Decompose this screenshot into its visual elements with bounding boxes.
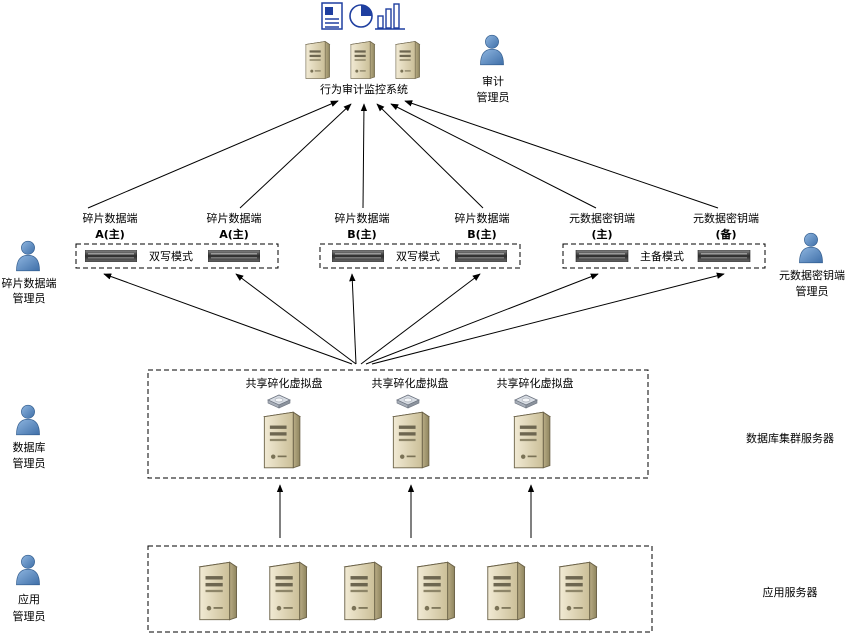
rack-server-icon: [332, 250, 384, 262]
shard-node-title: 碎片数据端: [83, 211, 138, 225]
group-b-mode: 双写模式: [396, 250, 440, 263]
virtual-disk-label: 共享碎化虚拟盘: [372, 376, 449, 390]
database-cluster-label: 数据库集群服务器: [746, 431, 834, 445]
db-server-icon: [263, 411, 301, 469]
app-server-icon: [269, 561, 308, 621]
app-server-icon: [487, 561, 526, 621]
audit-server-icon: [305, 41, 330, 79]
rack-server-icon: [85, 250, 137, 262]
meta-node-sub: (主): [591, 227, 612, 241]
group-meta-box: 主备模式: [562, 243, 766, 269]
app-admin-label-1: 应用: [18, 592, 40, 606]
rack-server-icon: [208, 250, 260, 262]
virtual-disk-label: 共享碎化虚拟盘: [246, 376, 323, 390]
shard-node-sub: B(主): [467, 227, 496, 241]
pie-chart-icon: [349, 4, 373, 28]
virtual-disk-label: 共享碎化虚拟盘: [497, 376, 574, 390]
audit-admin-icon: [480, 34, 504, 66]
app-admin-label-2: 管理员: [13, 609, 46, 623]
app-arrows: [276, 484, 535, 538]
audit-admin-label-2: 管理员: [477, 90, 510, 104]
app-server-icon: [559, 561, 598, 621]
app-admin-icon: [16, 554, 40, 586]
meta-admin-label-2: 管理员: [796, 284, 829, 298]
shard-node-sub: B(主): [347, 227, 376, 241]
virtual-disk-icon: [396, 394, 420, 409]
shard-node-title: 碎片数据端: [207, 211, 262, 225]
audit-admin-label-1: 审计: [482, 74, 504, 88]
shard-node-title: 碎片数据端: [455, 211, 510, 225]
meta-admin-label-1: 元数据密钥端: [779, 268, 845, 282]
shard-node-sub: A(主): [95, 227, 125, 241]
meta-node-title: 元数据密钥端: [693, 211, 759, 225]
group-a-box: 双写模式: [75, 243, 279, 269]
shard-admin-label-2: 管理员: [13, 291, 46, 305]
group-b-box: 双写模式: [319, 243, 521, 269]
shard-node-sub: A(主): [219, 227, 249, 241]
shard-admin-label-1: 碎片数据端: [2, 276, 57, 290]
cluster-arrows: [103, 272, 725, 365]
app-server-icon: [199, 561, 238, 621]
audit-server-icon: [350, 41, 375, 79]
meta-node-sub: (备): [715, 227, 736, 241]
virtual-disk-icon: [514, 394, 538, 409]
group-a-mode: 双写模式: [149, 250, 193, 263]
shard-admin-icon: [16, 240, 40, 272]
virtual-disk-icon: [267, 394, 291, 409]
rack-server-icon: [697, 250, 751, 262]
app-server-icon: [417, 561, 456, 621]
database-admin-label-1: 数据库: [13, 440, 46, 454]
audit-server-icon: [395, 41, 420, 79]
rack-server-icon: [455, 250, 507, 262]
shard-node-title: 碎片数据端: [335, 211, 390, 225]
database-cluster-box: [147, 369, 649, 479]
meta-node-title: 元数据密钥端: [569, 211, 635, 225]
app-server-icon: [344, 561, 383, 621]
audit-system-label: 行为审计监控系统: [320, 82, 408, 96]
meta-admin-icon: [799, 232, 823, 264]
bar-chart-icon: [375, 3, 405, 30]
audit-arrows: [87, 100, 719, 209]
app-servers-label: 应用服务器: [763, 585, 818, 599]
group-meta-mode: 主备模式: [640, 249, 684, 263]
database-admin-label-2: 管理员: [13, 456, 46, 470]
database-admin-icon: [16, 404, 40, 436]
app-servers-box: [147, 545, 653, 633]
rack-server-icon: [575, 250, 629, 262]
report-document-icon: [321, 2, 343, 30]
db-server-icon: [513, 411, 551, 469]
db-server-icon: [392, 411, 430, 469]
